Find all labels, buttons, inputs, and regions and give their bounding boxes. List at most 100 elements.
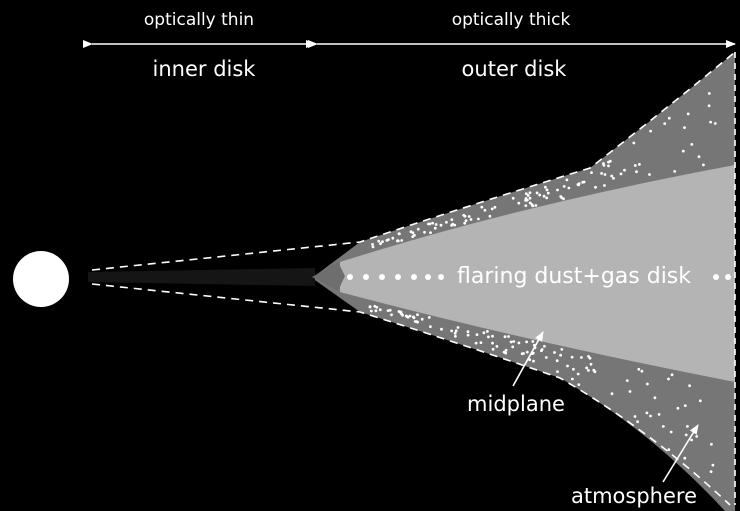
dust-dot <box>633 415 637 418</box>
dust-dot <box>463 221 467 225</box>
dust-dot <box>542 194 546 198</box>
dust-dot <box>391 236 395 240</box>
dust-dot <box>526 194 530 197</box>
dust-dot <box>648 173 651 176</box>
dust-dot <box>512 340 516 343</box>
dust-dot <box>667 448 671 451</box>
dust-dot <box>669 430 673 434</box>
dust-dot <box>603 184 606 187</box>
dust-dot <box>587 369 590 372</box>
midplane-core <box>340 165 735 382</box>
dust-dot <box>411 315 415 319</box>
dust-dot <box>482 331 486 335</box>
dust-dot <box>593 370 597 374</box>
dust-dot <box>475 333 479 336</box>
dust-dot <box>702 163 705 167</box>
dust-dot <box>379 242 382 246</box>
dust-dot <box>463 214 467 218</box>
dust-dot <box>411 231 415 235</box>
dust-dot <box>377 239 381 243</box>
dust-dot <box>628 390 632 393</box>
dust-dot <box>528 191 532 195</box>
dust-dot <box>646 382 649 386</box>
dust-dot <box>566 364 569 368</box>
dust-dot <box>602 163 606 167</box>
dust-dot <box>431 221 434 225</box>
dust-dot <box>676 406 680 410</box>
dust-dot <box>580 356 583 359</box>
dust-dot <box>401 313 404 317</box>
dust-dot <box>565 178 569 182</box>
dust-dot <box>546 191 550 195</box>
dust-dot <box>420 317 424 321</box>
dust-dot <box>347 274 353 280</box>
dust-dot <box>495 345 499 348</box>
dust-dot <box>544 356 548 359</box>
dust-dot <box>398 232 401 236</box>
dust-dot <box>467 215 471 218</box>
dust-dot <box>540 349 543 353</box>
dust-dot <box>686 112 690 116</box>
dust-dot <box>534 204 538 207</box>
dust-dot <box>429 325 432 328</box>
inner-rim <box>312 262 345 291</box>
dust-dot <box>661 425 665 428</box>
dust-dot <box>477 217 480 221</box>
dust-dot <box>415 320 419 324</box>
dust-dot <box>464 219 468 223</box>
dust-dot <box>635 170 638 174</box>
dust-dot <box>636 420 639 424</box>
dust-dot <box>535 191 539 195</box>
dust-dot <box>427 222 430 226</box>
dust-dot <box>608 159 612 163</box>
atmosphere-pointer <box>662 424 699 483</box>
dust-dot <box>560 348 564 351</box>
midplane-label: midplane <box>467 392 565 416</box>
dust-dot <box>585 366 588 370</box>
dust-dot <box>368 305 372 309</box>
dust-dot <box>555 359 559 363</box>
dust-dot <box>454 329 458 333</box>
dust-dot <box>670 373 674 377</box>
dust-dot <box>625 379 629 382</box>
dust-dot <box>450 329 453 333</box>
dust-dot <box>386 309 390 312</box>
dust-dot <box>450 218 454 222</box>
dust-dot <box>562 185 566 188</box>
inner-disk-label: inner disk <box>153 57 257 81</box>
dust-dot <box>653 396 657 400</box>
dust-dot <box>581 180 585 184</box>
dust-dot <box>645 411 649 415</box>
dust-dot <box>524 197 528 200</box>
optically-thick-label: optically thick <box>452 10 571 30</box>
dust-dot <box>502 350 506 354</box>
dust-dot <box>571 377 574 381</box>
dust-dot <box>379 274 385 280</box>
dust-dot <box>425 274 431 280</box>
dust-dot <box>610 174 614 178</box>
inner-disk <box>88 268 315 286</box>
dust-dot <box>587 355 590 358</box>
dust-dot <box>504 348 508 352</box>
dust-dot <box>387 238 390 242</box>
dust-dot <box>429 231 432 235</box>
dust-dot <box>416 313 419 317</box>
dust-dot <box>570 355 574 359</box>
dust-dot <box>543 344 546 348</box>
dust-dot <box>493 205 497 209</box>
dust-dot <box>528 358 532 362</box>
dust-dot <box>405 315 409 318</box>
dust-dot <box>603 173 607 176</box>
dust-dot <box>528 201 532 205</box>
dust-dot <box>388 308 392 312</box>
disk-surface-upper-dashed <box>91 51 736 271</box>
dust-dot <box>378 308 382 312</box>
dust-dot <box>553 351 556 354</box>
dust-dot <box>440 327 443 331</box>
dust-dot <box>545 196 549 200</box>
dust-dot <box>633 164 637 167</box>
dust-dot <box>632 141 636 145</box>
dust-dot <box>445 220 448 224</box>
dust-dot <box>491 341 494 345</box>
